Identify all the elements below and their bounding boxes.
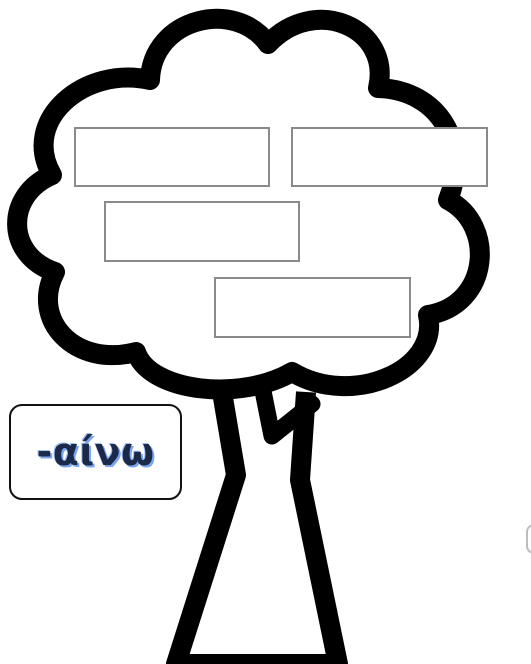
word-slot-4[interactable]	[214, 277, 411, 338]
word-slot-3[interactable]	[104, 201, 300, 262]
word-slot-1[interactable]	[74, 127, 270, 187]
suffix-label: -αίνω	[36, 433, 154, 471]
word-slot-2[interactable]	[291, 127, 488, 187]
suffix-card: -αίνω	[9, 404, 182, 500]
edge-decoration	[526, 524, 531, 554]
